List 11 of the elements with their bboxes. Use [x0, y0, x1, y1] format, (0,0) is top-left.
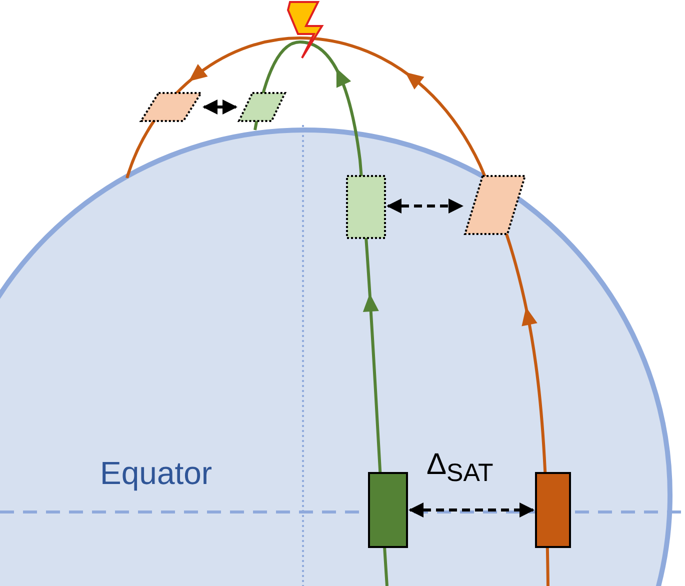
equator-label: Equator — [100, 455, 212, 492]
satellite-box — [535, 472, 571, 548]
satellite-parallelogram — [140, 92, 202, 122]
double-arrow — [408, 502, 534, 518]
satellite-parallelogram — [464, 175, 526, 235]
satellite-parallelogram — [238, 92, 286, 122]
double-arrow — [202, 100, 238, 114]
satellite-box — [368, 472, 408, 548]
edge-label: Δ$_{SAT}$ — [426, 448, 494, 488]
satellite-box — [346, 175, 386, 239]
double-arrow — [386, 198, 464, 214]
